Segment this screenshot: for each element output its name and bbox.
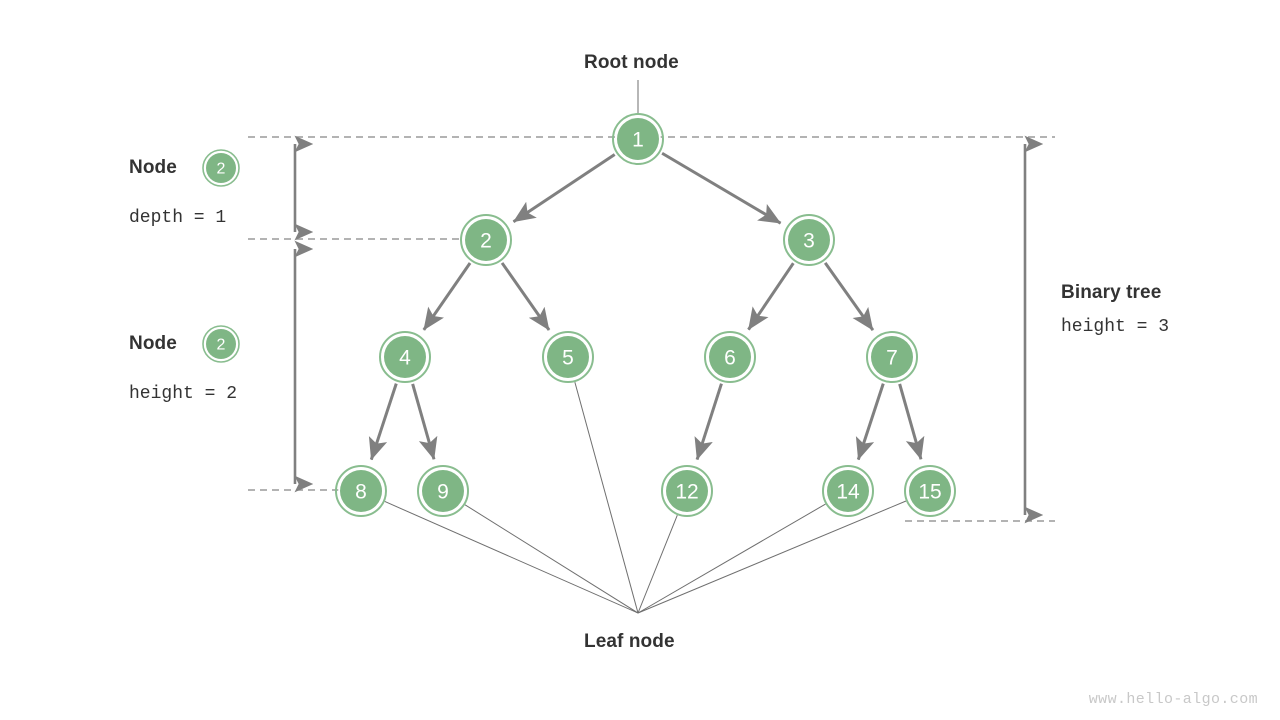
node-ring [866, 331, 918, 383]
tree-edge-n2-n5 [500, 262, 551, 331]
node-disc [422, 470, 464, 512]
node-disc [547, 336, 589, 378]
node-value: 8 [355, 481, 367, 504]
guide-lines [248, 136, 1055, 522]
annotation-left-bottom-title: Node [129, 333, 177, 354]
node-ring [379, 331, 431, 383]
annotation-badges: 22 [202, 149, 240, 363]
watermark: www.hello-algo.com [1088, 691, 1258, 708]
leaf-pointer-line-n12 [637, 514, 678, 614]
tree-edge-n7-n15 [898, 383, 925, 460]
node-value: 14 [836, 481, 860, 504]
tree-edge-n3-n7 [823, 261, 875, 331]
node-ring [783, 214, 835, 266]
node-disc [909, 470, 951, 512]
node-ring [417, 465, 469, 517]
node-value: 12 [675, 481, 698, 504]
tree-node-4[interactable]: 4 [379, 331, 431, 383]
badge-ring [202, 325, 240, 363]
node-value: 3 [803, 230, 815, 253]
badge-disc [206, 329, 236, 359]
tree-edge-n6-n12 [694, 383, 723, 461]
node-disc [788, 219, 830, 261]
tree-edge-n1-n3 [661, 151, 782, 225]
tree-edge-n1-n2 [512, 153, 616, 223]
tree-edge-n3-n6 [747, 262, 795, 331]
node-value: 4 [399, 347, 411, 370]
node-ring [904, 465, 956, 517]
node-disc [465, 219, 507, 261]
measure-arrows [293, 135, 1044, 524]
leaf-pointer-lines [384, 381, 907, 614]
node-value: 7 [886, 347, 898, 370]
tree-node-5[interactable]: 5 [542, 331, 594, 383]
node-disc [827, 470, 869, 512]
annotation-right-detail: height = 3 [1061, 317, 1170, 337]
tree-node-12[interactable]: 12 [661, 465, 713, 517]
leaf-pointer-line-n8 [384, 501, 639, 614]
root-node-label: Root node [584, 52, 679, 73]
node-ring [460, 214, 512, 266]
node-value: 15 [918, 481, 941, 504]
annotation-left-bottom-badge: 2 [202, 325, 240, 363]
node-ring [612, 113, 664, 165]
tree-node-15[interactable]: 15 [904, 465, 956, 517]
node-value: 1 [632, 129, 644, 152]
node-disc [384, 336, 426, 378]
tree-edges [368, 151, 925, 461]
node-ring [542, 331, 594, 383]
node-value: 6 [724, 347, 736, 370]
annotation-left-top-badge: 2 [202, 149, 240, 187]
tree-node-1[interactable]: 1 [612, 113, 664, 165]
node-ring [822, 465, 874, 517]
leaf-pointer-line-n5 [574, 381, 639, 614]
badge-ring [202, 149, 240, 187]
badge-value: 2 [217, 161, 226, 178]
tree-node-3[interactable]: 3 [783, 214, 835, 266]
tree-node-8[interactable]: 8 [335, 465, 387, 517]
tree-node-14[interactable]: 14 [822, 465, 874, 517]
leaf-node-label: Leaf node [584, 631, 675, 652]
node-value: 2 [480, 230, 492, 253]
annotation-left-bottom-detail: height = 2 [129, 384, 238, 404]
annotation-right-title: Binary tree [1061, 282, 1162, 303]
tree-node-7[interactable]: 7 [866, 331, 918, 383]
tree-edge-n4-n8 [368, 383, 398, 461]
leaf-pointer-line-n15 [637, 500, 907, 614]
tree-node-2[interactable]: 2 [460, 214, 512, 266]
tree-node-9[interactable]: 9 [417, 465, 469, 517]
tree-edge-n7-n14 [855, 383, 885, 461]
tree-node-6[interactable]: 6 [704, 331, 756, 383]
leaf-pointer-line-n14 [637, 503, 826, 614]
annotation-left-top-detail: depth = 1 [129, 208, 227, 228]
node-ring [704, 331, 756, 383]
node-disc [871, 336, 913, 378]
node-disc [709, 336, 751, 378]
node-disc [617, 118, 659, 160]
node-value: 9 [437, 481, 449, 504]
node-disc [666, 470, 708, 512]
tree-edge-n2-n4 [422, 262, 472, 331]
node-value: 5 [562, 347, 574, 370]
tree-edge-n4-n9 [411, 383, 438, 460]
annotation-left-top-title: Node [129, 157, 177, 178]
node-ring [335, 465, 387, 517]
badge-disc [206, 153, 236, 183]
node-disc [340, 470, 382, 512]
leaf-pointer-line-n9 [464, 504, 639, 614]
badge-value: 2 [217, 337, 226, 354]
node-ring [661, 465, 713, 517]
